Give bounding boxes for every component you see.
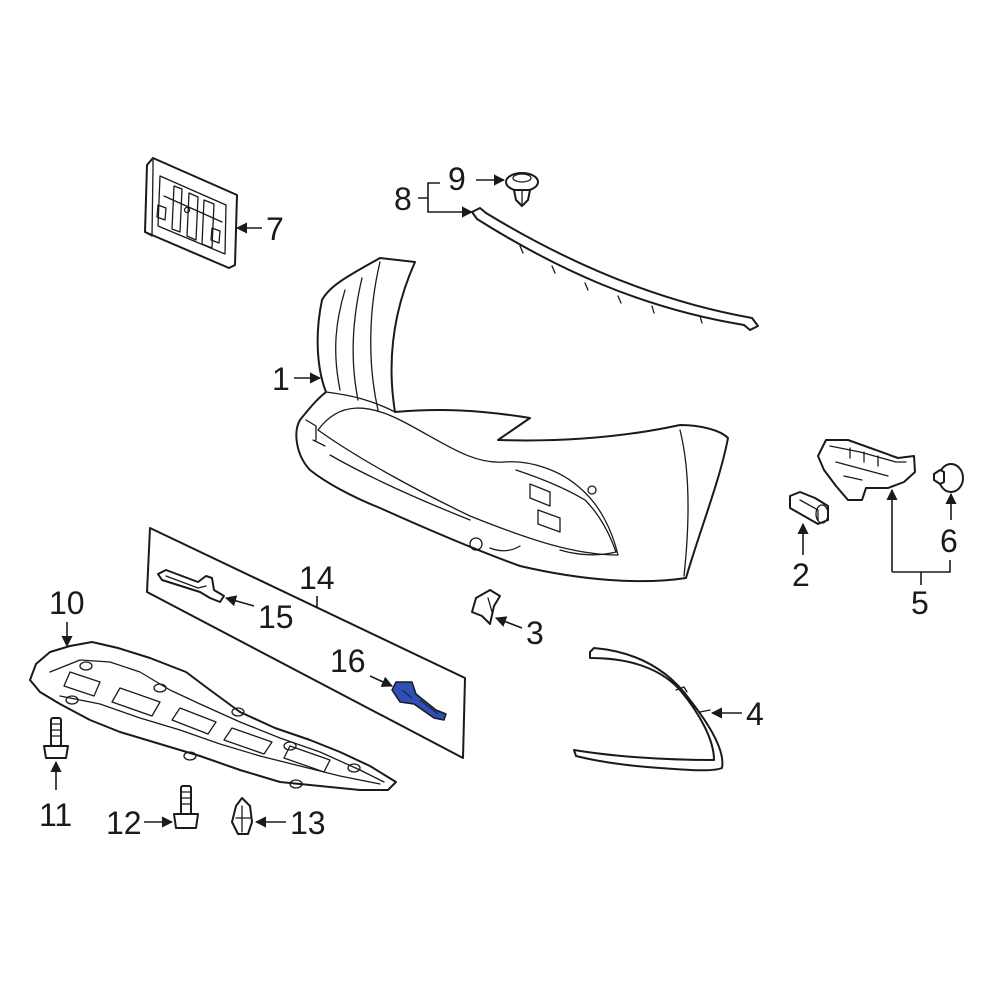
callout-label-14: 14 — [299, 560, 335, 596]
callout-label-11: 11 — [39, 797, 72, 833]
callout-4: 4 — [710, 696, 764, 732]
push-clip-9[interactable] — [505, 172, 539, 207]
license-plate-bracket[interactable] — [144, 157, 238, 269]
callout-6: 6 — [940, 492, 958, 559]
callout-2: 2 — [792, 522, 810, 593]
lower-molding[interactable] — [573, 647, 724, 772]
callout-16: 16 — [330, 643, 394, 687]
callout-11: 11 — [39, 760, 72, 833]
callout-label-15: 15 — [258, 599, 294, 635]
callout-label-1: 1 — [272, 361, 290, 397]
bumper-cover[interactable] — [295, 257, 729, 583]
callout-label-3: 3 — [526, 615, 544, 651]
small-bracket-3[interactable] — [471, 589, 501, 625]
callout-label-12: 12 — [106, 805, 142, 841]
screw-6[interactable] — [933, 463, 964, 493]
inner-bracket-15[interactable] — [157, 569, 225, 603]
callout-label-4: 4 — [746, 696, 764, 732]
callout-label-13: 13 — [290, 805, 326, 841]
side-bracket[interactable] — [817, 439, 916, 501]
callout-5: 5 — [886, 488, 951, 621]
callout-14: 14 — [299, 560, 335, 608]
bolt-11[interactable] — [43, 717, 69, 759]
callout-label-16: 16 — [330, 643, 366, 679]
callout-label-10: 10 — [49, 585, 85, 621]
clip-2[interactable] — [789, 491, 829, 525]
callout-label-7: 7 — [266, 211, 284, 247]
callout-7: 7 — [235, 211, 284, 247]
under-cover[interactable] — [29, 641, 397, 791]
inset-panel-14 — [146, 527, 466, 759]
upper-molding-strip[interactable] — [471, 207, 759, 331]
callout-label-8: 8 — [394, 181, 412, 217]
callout-3: 3 — [494, 615, 544, 651]
callout-label-9: 9 — [448, 161, 466, 197]
callout-13: 13 — [254, 805, 326, 841]
callout-1: 1 — [272, 361, 322, 397]
callout-10: 10 — [49, 585, 85, 648]
highlighted-bracket-16[interactable] — [391, 681, 447, 721]
bolt-12[interactable] — [173, 785, 199, 829]
callout-12: 12 — [106, 805, 174, 841]
callout-label-2: 2 — [792, 557, 810, 593]
callout-label-6: 6 — [940, 523, 958, 559]
clip-13[interactable] — [231, 797, 253, 835]
callout-8: 8 — [394, 181, 472, 217]
callout-15: 15 — [224, 595, 294, 635]
callout-label-5: 5 — [911, 585, 929, 621]
callout-9: 9 — [448, 161, 506, 197]
